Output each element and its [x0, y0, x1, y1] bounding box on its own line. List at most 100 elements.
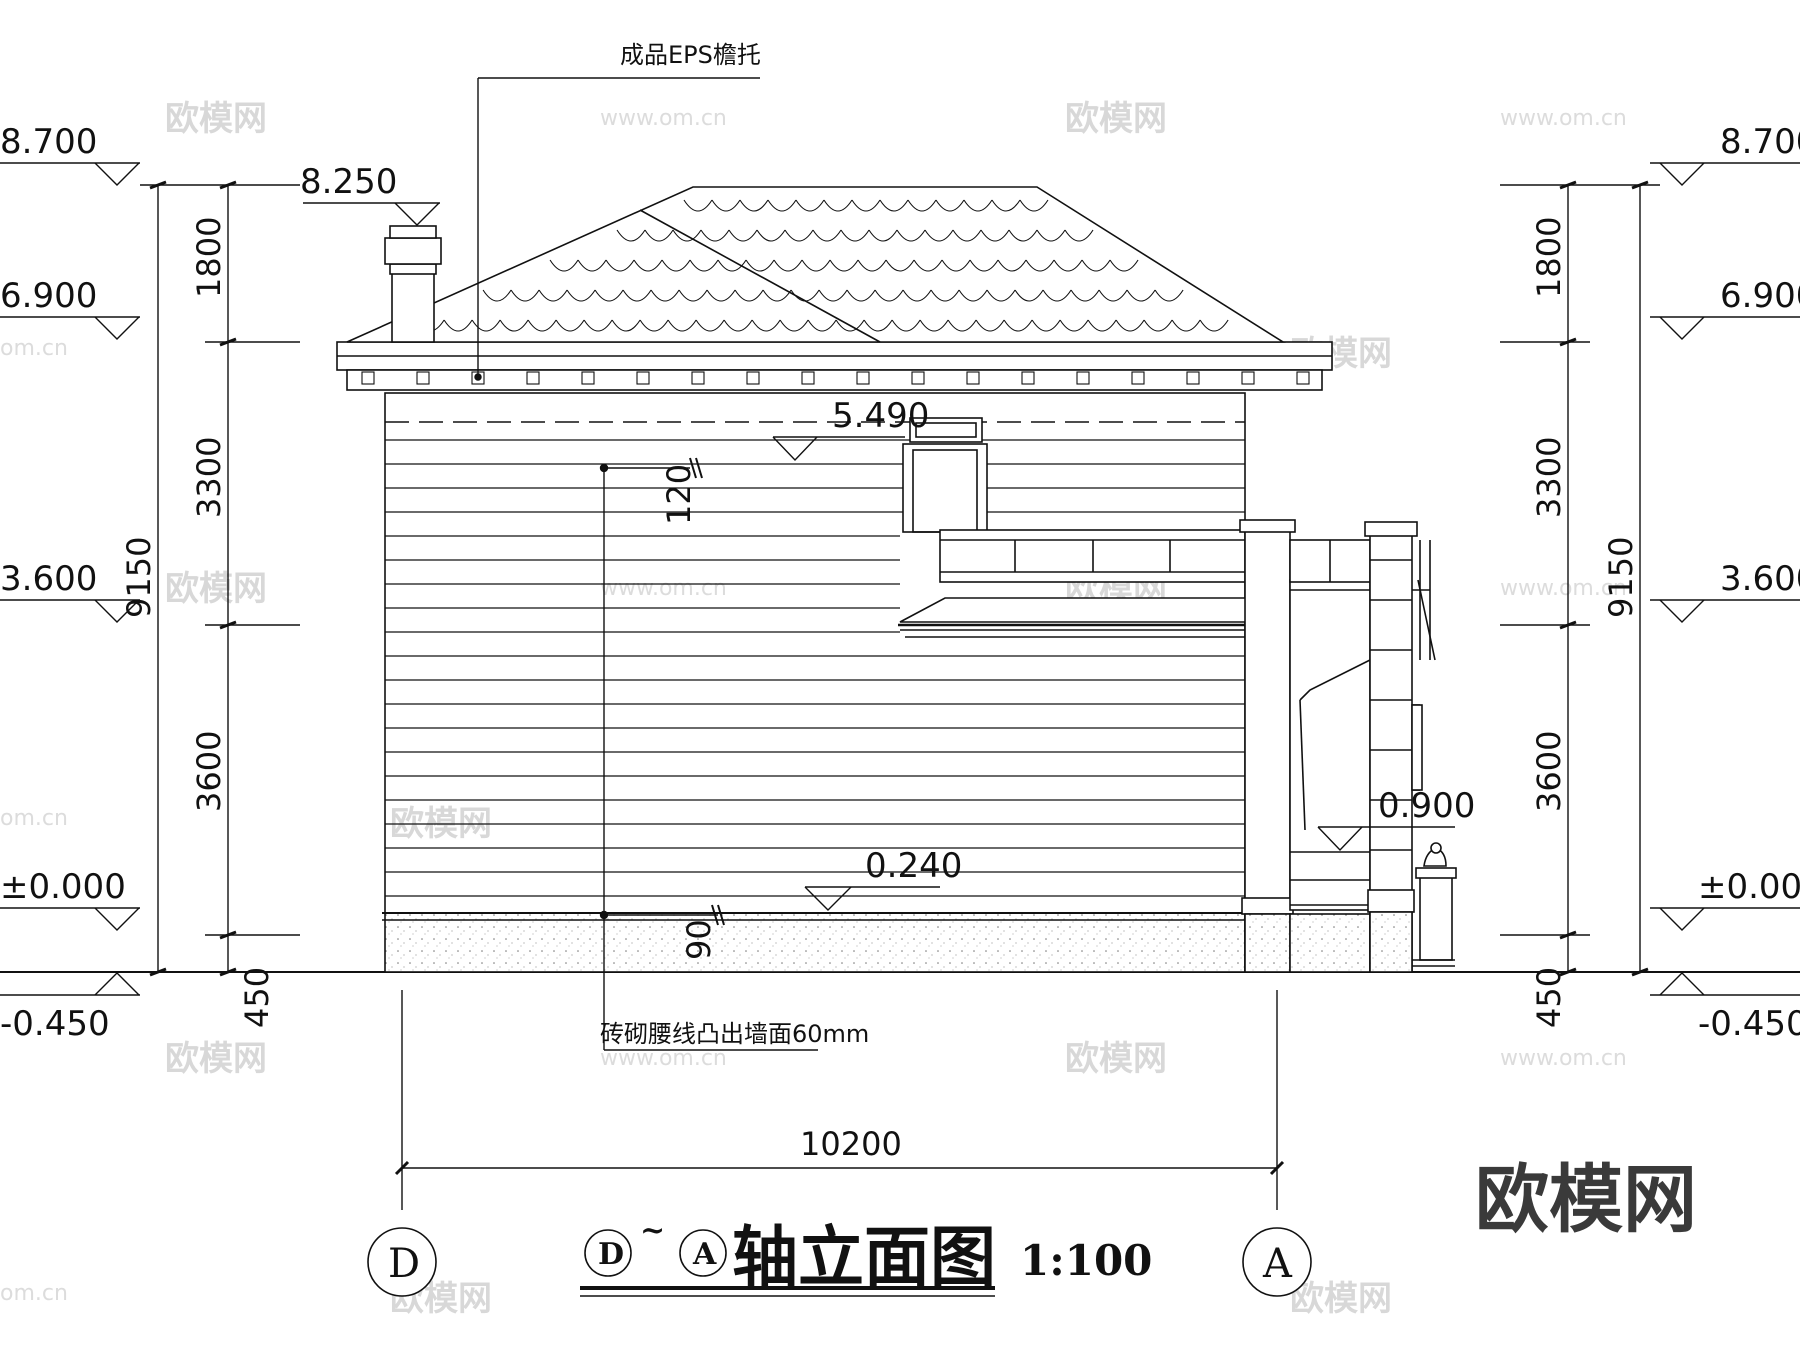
roof-tile: [1025, 259, 1055, 272]
roof-tile: [980, 229, 1010, 242]
roof-tile: [801, 259, 831, 272]
right-dim-1800: 1800: [1530, 217, 1568, 298]
eps-bracket-label: 成品EPS檐托: [620, 41, 761, 69]
roof-tile: [583, 319, 613, 332]
eaves-bracket: [1296, 371, 1310, 385]
roof-tile: [835, 319, 865, 332]
roof-tile: [975, 319, 1005, 332]
roof-tile: [594, 289, 624, 302]
roof-tile: [863, 319, 893, 332]
roof-tile: [482, 289, 512, 302]
roof-tile: [779, 319, 809, 332]
right-dim-3600: 3600: [1530, 731, 1568, 812]
eaves-bracket: [361, 371, 375, 385]
left-level-0000: ±0.000: [0, 867, 126, 907]
eaves-bracket: [856, 371, 870, 385]
main-wall: [384, 392, 1246, 914]
brand-logo: 欧模网: [1475, 1157, 1697, 1243]
porch-side: [1289, 579, 1371, 973]
roof-tile: [874, 289, 904, 302]
roof-tile: [1064, 229, 1094, 242]
left-dim-3600: 3600: [190, 731, 228, 812]
eaves-band: [346, 369, 1323, 391]
level-0240: 0.240: [865, 846, 962, 886]
roof-tiles: [415, 199, 1229, 332]
roof-tile: [678, 289, 708, 302]
right-dim-450: 450: [1530, 967, 1568, 1028]
roof-tile: [745, 259, 775, 272]
left-dim-9150: 9150: [120, 537, 158, 618]
right-level-8700: 8.700: [1720, 122, 1800, 162]
roof-tile: [510, 289, 540, 302]
roof-tile: [762, 289, 792, 302]
eaves-bracket: [911, 371, 925, 385]
watermark-url: om.cn: [0, 336, 68, 361]
roof-tile: [913, 259, 943, 272]
right-level-6900: 6.900: [1720, 276, 1800, 316]
left-dim-3300: 3300: [190, 437, 228, 518]
eps-bracket-callout: [474, 77, 760, 381]
roof-tile: [1081, 259, 1111, 272]
roof-tile: [807, 319, 837, 332]
roof-tile: [1070, 289, 1100, 302]
upper-window: [902, 417, 988, 533]
axis-label-right: A: [1262, 1241, 1293, 1287]
roof-tile: [902, 289, 932, 302]
roof-tile: [840, 229, 870, 242]
roof-tile: [728, 229, 758, 242]
title-text: 轴立面图: [732, 1218, 996, 1296]
roof-tile: [823, 199, 853, 212]
roof-tile: [683, 199, 713, 212]
roof-tile: [952, 229, 982, 242]
roof-tile: [538, 289, 568, 302]
watermark-logo: 欧模网: [1065, 99, 1167, 139]
roof-tile: [471, 319, 501, 332]
waistline-callout: [599, 457, 818, 1051]
roof-tile: [896, 229, 926, 242]
roof-tile: [1008, 229, 1038, 242]
chimney: [384, 225, 442, 343]
roof-tile: [1115, 319, 1145, 332]
eaves-bracket: [1186, 371, 1200, 385]
roof-tile: [499, 319, 529, 332]
roof-tile: [846, 289, 876, 302]
left-level-minus0450: -0.450: [0, 1004, 110, 1044]
plinth-wall: [384, 912, 1246, 973]
roof-tile: [1014, 289, 1044, 302]
roof-tile: [751, 319, 781, 332]
roof-tile: [1143, 319, 1173, 332]
roof-tile: [1059, 319, 1089, 332]
left-level-3600: 3.600: [0, 559, 97, 599]
roof-tile: [919, 319, 949, 332]
roof-tile: [1199, 319, 1229, 332]
level-0900: 0.900: [1378, 786, 1475, 826]
roof-tile: [555, 319, 585, 332]
right-level-markers: [1650, 162, 1800, 996]
roof-tile: [549, 259, 579, 272]
roof-tile: [991, 199, 1021, 212]
axis-bubbles: [367, 1227, 1312, 1297]
entrance-pillar: [1364, 521, 1418, 973]
roof-tile: [879, 199, 909, 212]
roof-tile: [1087, 319, 1117, 332]
right-level-0000: ±0.000: [1698, 867, 1800, 907]
roof-tile: [868, 229, 898, 242]
eaves-bracket: [1021, 371, 1035, 385]
roof: [346, 186, 1286, 343]
roof-tile: [795, 199, 825, 212]
watermark-url: www.om.cn: [600, 106, 727, 131]
eaves-bracket: [966, 371, 980, 385]
level-8250: 8.250: [300, 162, 397, 202]
title-tilde: ~: [640, 1213, 665, 1248]
eaves-bracket: [416, 371, 430, 385]
roof-tile: [935, 199, 965, 212]
roof-tile: [1019, 199, 1049, 212]
roof-tile: [616, 229, 646, 242]
roof-tile: [639, 319, 669, 332]
roof-tile: [818, 289, 848, 302]
roof-tile: [611, 319, 641, 332]
wall-siding: [385, 439, 1245, 897]
roof-tile: [633, 259, 663, 272]
watermark-url: om.cn: [0, 806, 68, 831]
title-axis-to: A: [692, 1237, 717, 1272]
